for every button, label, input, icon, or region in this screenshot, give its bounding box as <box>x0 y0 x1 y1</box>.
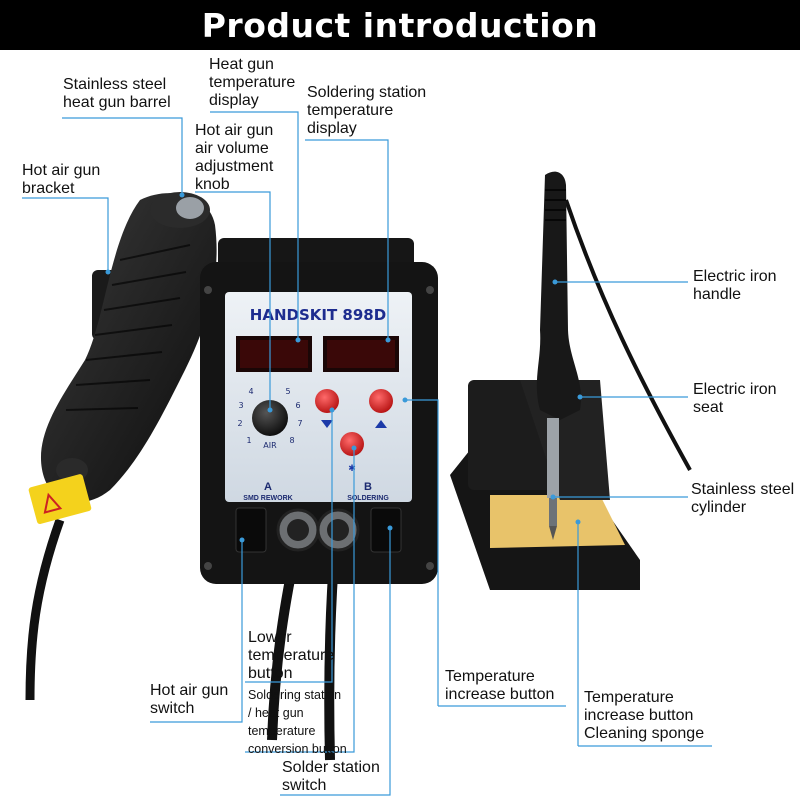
label-iron-handle: Electric iron handle <box>693 268 777 303</box>
heat-gun-cable <box>25 518 65 701</box>
svg-text:B: B <box>364 481 372 493</box>
label-heat-gun-display: Heat gun temperature display <box>209 56 296 109</box>
iron-stand <box>450 380 640 590</box>
solder-station-switch <box>370 507 402 553</box>
knob-scale: 1 2 3 4 5 6 7 8 AIR <box>237 387 302 450</box>
stainless-cylinder <box>547 418 559 498</box>
label-temp-increase-button: Temperature increase button <box>445 668 555 703</box>
iron-handle <box>536 171 581 420</box>
svg-text:7: 7 <box>297 419 302 428</box>
temperature-increase-button <box>369 389 393 413</box>
hot-air-gun-switch <box>235 507 267 553</box>
svg-text:A: A <box>264 481 272 493</box>
air-volume-knob <box>252 400 288 436</box>
leader-lines <box>22 111 712 796</box>
svg-text:AIR: AIR <box>263 441 277 450</box>
conversion-button <box>340 432 364 456</box>
label-conversion-button: Soldering station / heat gun temperature… <box>248 688 347 756</box>
svg-text:✱: ✱ <box>348 463 356 473</box>
soldering-iron <box>536 171 581 540</box>
lower-temperature-button <box>315 389 339 413</box>
svg-text:4: 4 <box>248 387 253 396</box>
svg-text:3: 3 <box>238 401 243 410</box>
label-hot-air-switch: Hot air gun switch <box>150 682 229 717</box>
label-temp-increase-sponge: Temperature increase button Cleaning spo… <box>584 689 705 742</box>
svg-text:8: 8 <box>289 436 294 445</box>
warning-sticker <box>28 474 92 525</box>
svg-text:SOLDERING: SOLDERING <box>347 495 389 502</box>
label-iron-seat: Electric iron seat <box>693 381 777 416</box>
label-heat-gun-barrel: Stainless steel heat gun barrel <box>63 76 171 111</box>
svg-text:5: 5 <box>285 387 290 396</box>
svg-text:1: 1 <box>246 436 251 445</box>
brand-logo: HANDSKIT 898D <box>250 306 386 324</box>
rework-station: HANDSKIT 898D 1 2 3 4 5 6 7 8 AIR ✱ A SM… <box>200 238 438 584</box>
label-hot-air-bracket: Hot air gun bracket <box>22 162 101 197</box>
heat-gun <box>28 192 217 525</box>
label-soldering-display: Soldering station temperature display <box>307 84 427 137</box>
page-title: Product introduction <box>201 5 599 45</box>
label-lower-temp-button: Lower temperature button <box>248 629 335 682</box>
cleaning-sponge <box>490 495 625 548</box>
label-steel-cylinder: Stainless steel cylinder <box>691 481 795 516</box>
title-banner: Product introduction <box>0 0 800 50</box>
iron-cable <box>564 199 692 471</box>
svg-text:SMD REWORK: SMD REWORK <box>243 495 292 502</box>
label-air-volume-knob: Hot air gun air volume adjustment knob <box>195 122 274 193</box>
label-solder-switch: Solder station switch <box>282 759 380 794</box>
svg-text:2: 2 <box>237 419 242 428</box>
svg-text:6: 6 <box>295 401 300 410</box>
